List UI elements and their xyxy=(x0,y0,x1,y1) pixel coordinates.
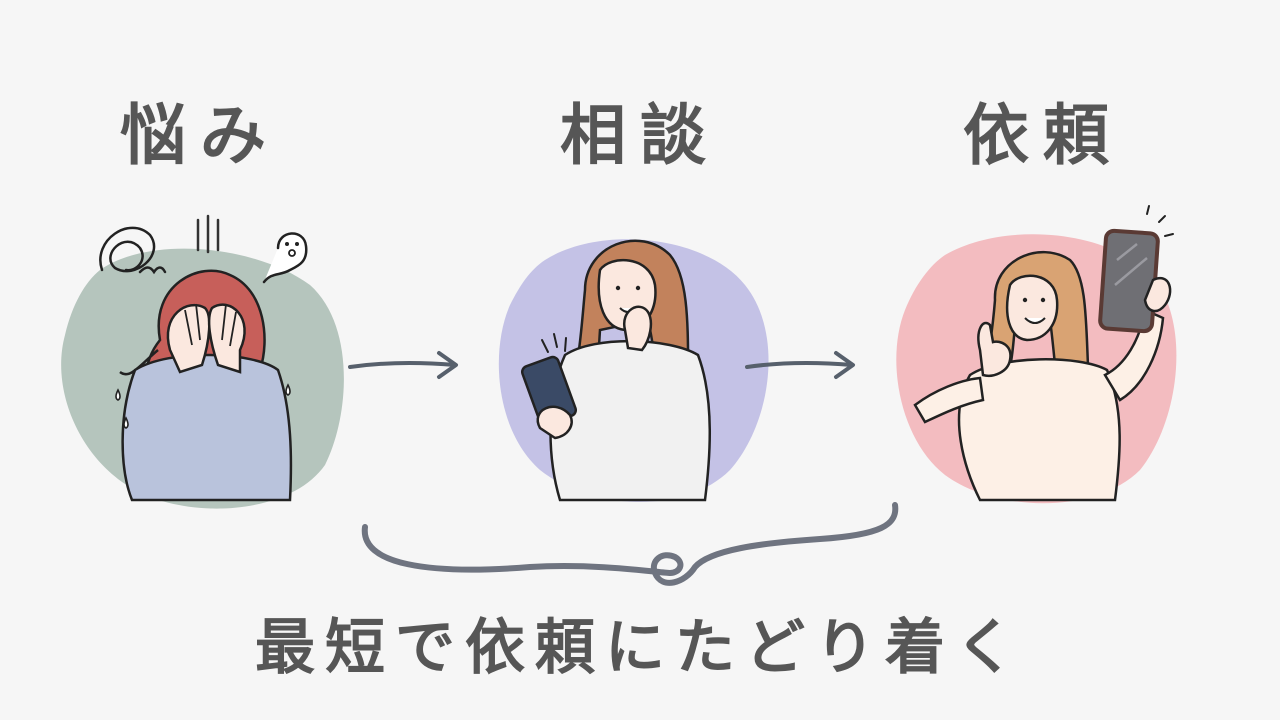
step-title-consult: 相談 xyxy=(560,97,720,174)
arrow-right-icon xyxy=(745,351,855,379)
arrow-right-icon xyxy=(348,351,458,379)
step-title-worry: 悩み xyxy=(120,97,280,174)
bottom-caption: 最短で依頼にたどり着く xyxy=(255,613,1025,683)
woman-thumbs-up-phone-icon xyxy=(896,205,1177,504)
woman-on-phone-icon xyxy=(498,239,769,502)
shortcut-swoosh xyxy=(361,502,899,586)
distressed-woman-icon xyxy=(61,214,344,509)
step-title-request: 依頼 xyxy=(963,97,1123,174)
